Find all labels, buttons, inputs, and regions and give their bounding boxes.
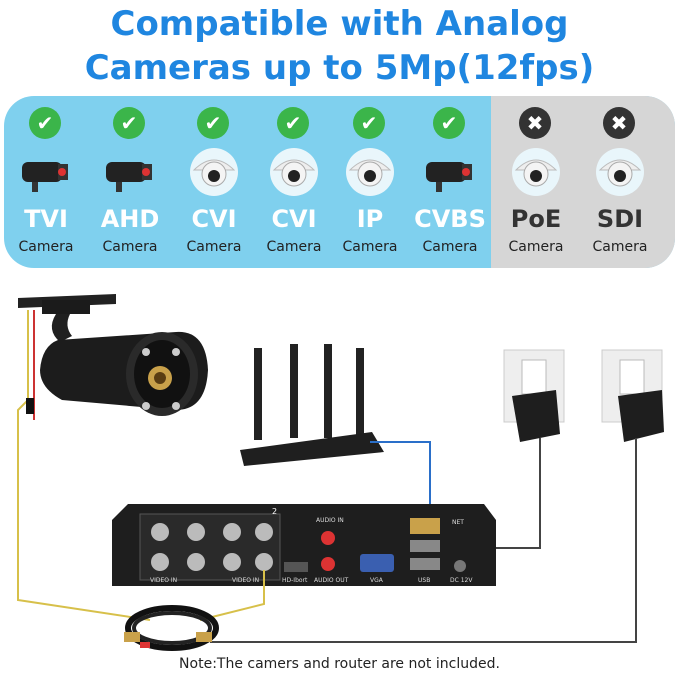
label-audio-out: AUDIO OUT (314, 577, 349, 584)
check-icon: ✔ (353, 107, 385, 139)
wifi-bullet-camera-icon (106, 162, 152, 192)
camera-type-name: AHD (100, 205, 160, 233)
dome-camera-icon (190, 148, 238, 196)
camera-type-name: CVI (271, 205, 317, 233)
camera-type-3: ✔ CVI Camera (252, 96, 336, 268)
camera-type-name: TVI (24, 205, 68, 233)
label-dc: DC 12V (450, 577, 473, 584)
camera-type-7: ✖ SDI Camera (578, 96, 662, 268)
label-video-in-right: VIDEO IN (232, 577, 259, 584)
title-line-1: Compatible with Analog (110, 4, 569, 44)
camera-type-name: IP (356, 205, 384, 233)
check-icon: ✔ (197, 107, 229, 139)
dvr-recorder-illustration: AUDIO IN NET VIDEO IN VIDEO IN HD-Ibort … (112, 504, 496, 586)
indoor-dome-camera-icon (596, 148, 644, 196)
dome-camera-icon (270, 148, 318, 196)
camera-type-sub: Camera (592, 239, 648, 255)
bullet-camera-icon (22, 162, 68, 192)
connection-diagram: AUDIO IN NET VIDEO IN VIDEO IN HD-Ibort … (17, 294, 664, 651)
camera-type-4: ✔ IP Camera (328, 96, 412, 268)
camera-type-sub: Camera (18, 239, 74, 255)
label-audio-in: AUDIO IN (316, 517, 344, 524)
label-vga: VGA (370, 577, 384, 584)
cross-icon: ✖ (603, 107, 635, 139)
check-icon: ✔ (29, 107, 61, 139)
title-line-2: Cameras up to 5Mp(12fps) (84, 48, 595, 88)
check-icon: ✔ (113, 107, 145, 139)
camera-type-sub: Camera (266, 239, 322, 255)
label-net: NET (452, 519, 464, 526)
camera-type-name: SDI (596, 205, 644, 233)
check-icon: ✔ (433, 107, 465, 139)
label-hdmi: HD-Ibort (282, 577, 308, 584)
box-camera-icon (426, 162, 472, 192)
cross-icon: ✖ (519, 107, 551, 139)
label-port-number: 2 (272, 507, 277, 516)
bullet-camera-illustration (18, 294, 208, 416)
camera-type-sub: Camera (186, 239, 242, 255)
camera-type-0: ✔ TVI Camera (4, 96, 88, 268)
camera-type-sub: Camera (422, 239, 478, 255)
check-icon: ✔ (277, 107, 309, 139)
camera-type-name: PoE (510, 205, 562, 233)
camera-type-sub: Camera (102, 239, 158, 255)
ptz-camera-icon (346, 148, 394, 196)
camera-type-6: ✖ PoE Camera (494, 96, 578, 268)
label-video-in-left: VIDEO IN (150, 577, 177, 584)
camera-type-5: ✔ CVBS Camera (408, 96, 492, 268)
camera-type-sub: Camera (508, 239, 564, 255)
camera-type-name: CVBS (414, 205, 486, 233)
camera-type-sub: Camera (342, 239, 398, 255)
note-text: Note:The camers and router are not inclu… (179, 656, 500, 672)
dual-lens-camera-icon (512, 148, 560, 196)
bnc-cable-coil-illustration (124, 605, 219, 651)
router-illustration (240, 344, 384, 466)
compatibility-panel: ✔ TVI Camera ✔ AHD Camera ✔ CVI Camera ✔ CVI Camera… (4, 96, 675, 268)
camera-type-name: CVI (191, 205, 237, 233)
camera-type-1: ✔ AHD Camera (88, 96, 172, 268)
label-usb: USB (418, 577, 430, 584)
power-outlet-illustration (503, 349, 664, 442)
camera-type-2: ✔ CVI Camera (172, 96, 256, 268)
